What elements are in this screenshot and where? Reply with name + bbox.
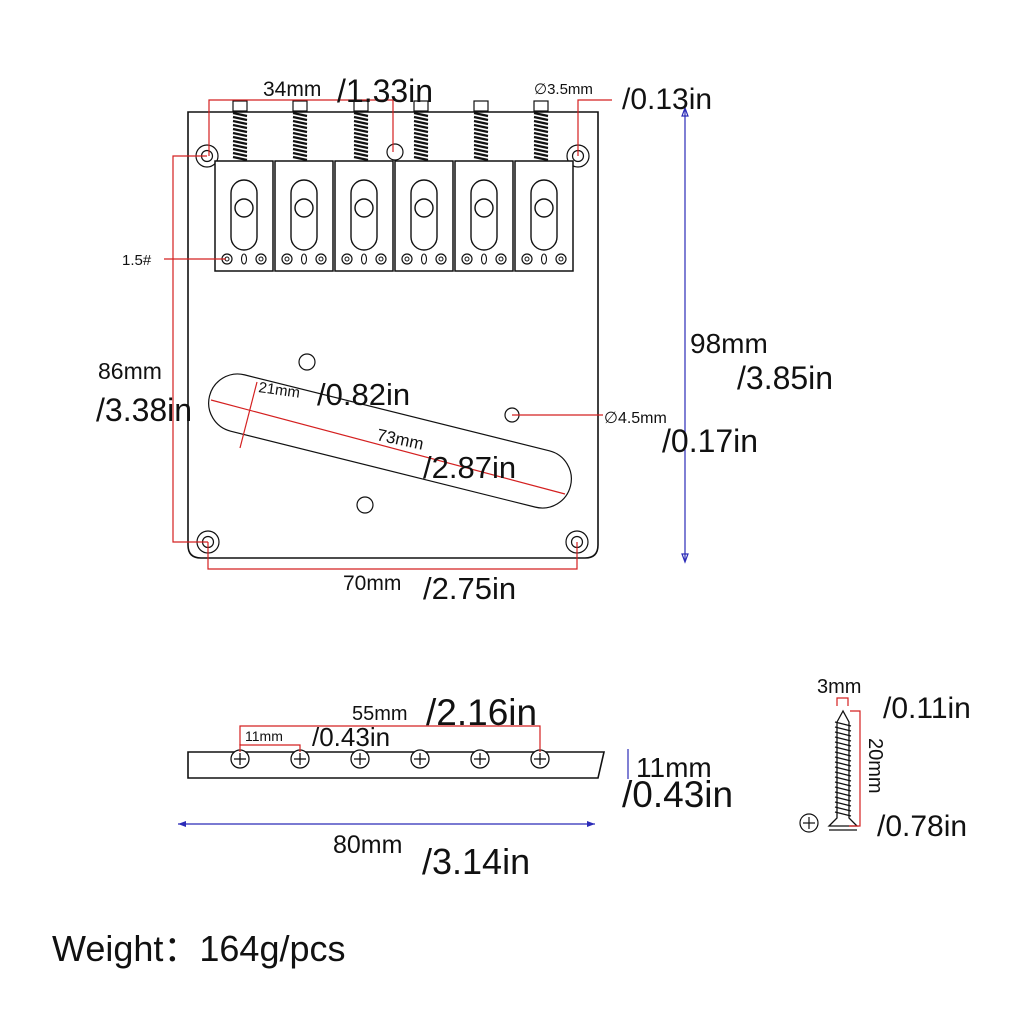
pickup-screw-hole-upper — [298, 353, 316, 371]
bridge-top-view: 34mm /1.33in ∅3.5mm /0.13in 1.5# 86mm /3… — [96, 73, 833, 606]
vertical-span-mm: 86mm — [98, 358, 162, 384]
dim-line-screw-diameter — [836, 697, 849, 706]
saddle-2 — [274, 160, 334, 272]
screw-length-mm: 20mm — [864, 738, 886, 794]
pickup-width-in: /0.82in — [317, 377, 410, 412]
dim-line-hole-spacing — [208, 99, 394, 156]
saddles — [214, 160, 574, 272]
pickup-hole-in: /0.17in — [662, 423, 758, 459]
intonation-screws — [232, 100, 549, 162]
side-screw-head-icon-4 — [410, 749, 430, 769]
saddle-1 — [214, 160, 274, 272]
screw-pitch-mm: 11mm — [245, 728, 283, 744]
intonation-spring-3 — [353, 100, 369, 162]
pickup-hole-mm: ∅4.5mm — [604, 410, 667, 427]
plate-length-in: /3.85in — [737, 360, 833, 396]
mounting-screw: 3mm /0.11in 20mm /0.78in — [799, 676, 971, 843]
saddle-4 — [394, 160, 454, 272]
intonation-spring-4 — [413, 100, 429, 162]
dim-line-screw-length — [849, 710, 861, 827]
screw-diameter-mm: 3mm — [817, 676, 861, 698]
pickup-length-in: /2.87in — [423, 450, 516, 485]
dim-line-pickup-length — [210, 399, 566, 495]
side-height-in: /0.43in — [622, 774, 733, 815]
horizontal-span-mm: 70mm — [343, 572, 401, 595]
intonation-spring-1 — [232, 100, 248, 162]
saddle-3 — [334, 160, 394, 272]
mount-hole-top-center — [386, 143, 404, 161]
intonation-spring-5 — [473, 100, 489, 162]
pickup-width-mm: 21mm — [257, 379, 301, 402]
intonation-spring-2 — [292, 100, 308, 162]
dim-line-pickup-width — [239, 381, 258, 449]
screw-span-in: /2.16in — [426, 692, 537, 733]
side-length-in: /3.14in — [422, 841, 530, 882]
dim-line-screw-pitch — [239, 744, 301, 752]
horizontal-span-in: /2.75in — [423, 571, 516, 606]
dim-line-screw-hole — [577, 99, 612, 156]
hole-spacing-mm: 34mm — [263, 78, 321, 101]
pickup-screw-hole-lower — [356, 496, 374, 514]
dim-line-screw-span — [239, 725, 541, 752]
side-screw-head-icon-5 — [470, 749, 490, 769]
vertical-span-in: /3.38in — [96, 392, 192, 428]
dim-line-vertical-span — [172, 155, 208, 543]
saddle-screw-label: 1.5# — [122, 252, 152, 269]
screw-diameter-in: /0.11in — [883, 692, 971, 725]
intonation-spring-6 — [533, 100, 549, 162]
screw-span-mm: 55mm — [352, 703, 408, 725]
weight-label: Weight：164g/pcs — [52, 928, 346, 969]
screw-length-in: /0.78in — [877, 810, 967, 843]
side-screw-head-icon-2 — [290, 749, 310, 769]
side-screw-head-icon-6 — [530, 749, 550, 769]
side-screw-head-icon-1 — [230, 749, 250, 769]
screw-pitch-in: /0.43in — [312, 722, 390, 752]
screw-hole-mm: ∅3.5mm — [534, 81, 593, 98]
side-screw-head-icon-3 — [350, 749, 370, 769]
screw-hole-in: /0.13in — [622, 83, 712, 116]
saddle-6 — [514, 160, 574, 272]
side-height-mm: 11mm — [636, 752, 712, 783]
screw-side-icon — [827, 709, 859, 831]
hole-spacing-in: /1.33in — [337, 73, 433, 109]
plate-length-mm: 98mm — [690, 328, 768, 359]
bridge-side-view: 55mm /2.16in 11mm /0.43in 11mm /0.43in 8… — [178, 692, 733, 882]
side-length-mm: 80mm — [333, 831, 402, 859]
pickup-slot — [208, 373, 572, 509]
dim-line-horizontal-span — [207, 542, 578, 570]
saddle-5 — [454, 160, 514, 272]
screw-head-icon — [799, 813, 819, 833]
